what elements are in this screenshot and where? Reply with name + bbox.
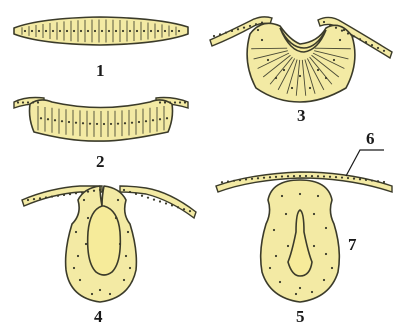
stage-5-neural-tube — [216, 172, 392, 302]
stage-4-label: 4 — [94, 307, 103, 326]
stage-3-neural-groove — [210, 17, 392, 102]
stage-3-label: 3 — [297, 106, 306, 125]
label-6-pointer — [346, 150, 384, 176]
annotation-7-label: 7 — [348, 235, 357, 254]
stage-1-label: 1 — [96, 61, 105, 80]
stage-1-neural-plate — [14, 17, 188, 45]
stage-5-label: 5 — [296, 307, 305, 326]
stage-4-neural-folds — [22, 186, 196, 302]
stage-2-neural-plate-thickened — [14, 98, 188, 142]
annotation-6-label: 6 — [366, 129, 375, 148]
stage-2-label: 2 — [96, 152, 105, 171]
